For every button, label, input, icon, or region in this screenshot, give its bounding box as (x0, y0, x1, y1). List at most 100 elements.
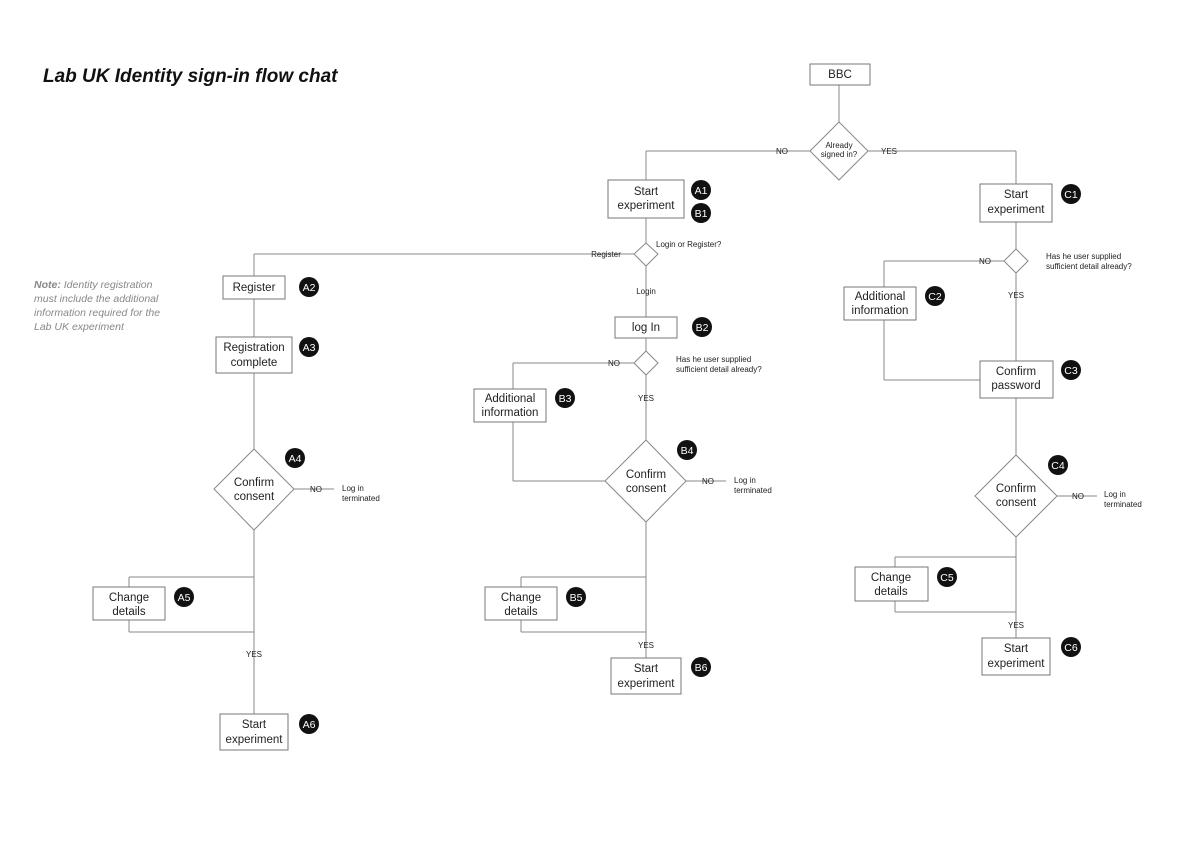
c-start-line-1: Start (1004, 643, 1029, 655)
log-in-label: log In (632, 322, 660, 334)
c-start-line-2: experiment (988, 658, 1046, 670)
c-additional-line-2: information (852, 305, 909, 317)
registration-line-1: Registration (223, 342, 284, 354)
a-terminated-line-2: terminated (342, 494, 380, 503)
node-c-change-details: Change details (854, 566, 929, 602)
svg-text:A6: A6 (303, 719, 316, 731)
signed-in-line-1: Already (825, 141, 852, 150)
registration-line-2: complete (231, 357, 278, 369)
c1-start-line-2: experiment (988, 204, 1046, 216)
note-bold: Note: (34, 279, 61, 291)
badge-c3: C3 (1061, 360, 1081, 380)
a-confirm-line-1: Confirm (234, 477, 274, 489)
note-line-4: Lab UK experiment (34, 321, 125, 333)
badge-c4: C4 (1048, 455, 1068, 475)
badge-c1: C1 (1061, 184, 1081, 204)
c-terminated-line-2: terminated (1104, 500, 1142, 509)
bbc-label: BBC (828, 69, 852, 81)
note-line-3: information required for the (34, 307, 160, 319)
decision-c-sufficient-detail (1003, 248, 1029, 274)
note-line-2: must include the additional (34, 293, 159, 305)
node-register: Register (222, 275, 286, 300)
svg-text:B5: B5 (570, 592, 583, 604)
connectors (128, 85, 1097, 714)
diagram-title: Lab UK Identity sign-in flow chat (43, 66, 338, 87)
svg-text:B1: B1 (695, 208, 708, 220)
svg-text:B3: B3 (559, 393, 572, 405)
a-confirm-line-2: consent (234, 491, 275, 503)
note-line-1: Note: Identity registration (34, 279, 153, 291)
edge-no-b-consent: NO (702, 477, 714, 486)
badge-a6: A6 (299, 714, 319, 734)
svg-text:C6: C6 (1064, 642, 1078, 654)
c-password-line-2: password (991, 380, 1040, 392)
decision-b-confirm-consent: Confirm consent (604, 439, 687, 523)
svg-text:C5: C5 (940, 572, 954, 584)
decision-login-or-register (633, 242, 659, 267)
edge-yes-b-start: YES (638, 641, 654, 650)
node-c1-start-experiment: Start experiment (979, 183, 1053, 223)
svg-text:A5: A5 (178, 592, 191, 604)
c1-start-line-1: Start (1004, 189, 1029, 201)
signed-in-line-2: signed in? (821, 150, 858, 159)
edge-no-c-consent: NO (1072, 492, 1084, 501)
node-c-confirm-password: Confirm password (979, 360, 1054, 399)
edge-no-c-detail: NO (979, 257, 991, 266)
edge-no-signed-in: NO (776, 147, 788, 156)
node-log-in: log In (614, 316, 678, 339)
b-additional-line-2: information (482, 407, 539, 419)
login-or-register-label: Login or Register? (656, 240, 722, 249)
a-start-line-1: Start (242, 719, 267, 731)
badge-a3: A3 (299, 337, 319, 357)
decision-a-confirm-consent: Confirm consent (213, 448, 295, 531)
a-start-line-2: experiment (226, 734, 284, 746)
svg-text:C2: C2 (928, 291, 942, 303)
node-a-change-details: Change details (92, 586, 166, 621)
badge-c5: C5 (937, 567, 957, 587)
badge-b3: B3 (555, 388, 575, 408)
badge-b5: B5 (566, 587, 586, 607)
a1-start-line-1: Start (634, 186, 659, 198)
c-password-line-1: Confirm (996, 366, 1036, 378)
node-bbc: BBC (809, 63, 871, 86)
badge-b6: B6 (691, 657, 711, 677)
register-label: Register (233, 282, 276, 294)
b-confirm-line-1: Confirm (626, 469, 666, 481)
c-additional-line-1: Additional (855, 291, 906, 303)
c-confirm-line-2: consent (996, 497, 1037, 509)
decision-c-confirm-consent: Confirm consent (974, 454, 1058, 538)
b-start-line-2: experiment (618, 678, 676, 690)
svg-text:C4: C4 (1051, 460, 1065, 472)
svg-text:B2: B2 (696, 322, 709, 334)
c-change-line-2: details (874, 586, 907, 598)
b-change-line-1: Change (501, 592, 541, 604)
c-change-line-1: Change (871, 572, 911, 584)
badge-a2: A2 (299, 277, 319, 297)
edge-yes-signed-in: YES (881, 147, 897, 156)
b-change-line-2: details (504, 606, 537, 618)
edge-no-a-consent: NO (310, 485, 322, 494)
node-b-additional-information: Additional information (473, 388, 547, 423)
badge-c2: C2 (925, 286, 945, 306)
b-terminated-line-1: Log in (734, 476, 756, 485)
svg-text:A4: A4 (289, 453, 302, 465)
svg-text:C3: C3 (1064, 365, 1078, 377)
b-terminated-line-2: terminated (734, 486, 772, 495)
edge-no-b-detail: NO (608, 359, 620, 368)
badge-c6: C6 (1061, 637, 1081, 657)
node-b-start-experiment: Start experiment (610, 657, 682, 695)
decision-b-sufficient-detail (633, 350, 659, 376)
node-a1-b1-start-experiment: Start experiment (607, 179, 685, 219)
edge-yes-b-detail: YES (638, 394, 654, 403)
node-registration-complete: Registration complete (215, 336, 293, 374)
badge-b1: B1 (691, 203, 711, 223)
node-c-start-experiment: Start experiment (981, 637, 1051, 676)
node-a-start-experiment: Start experiment (219, 713, 289, 751)
c-question-line-1: Has he user supplied (1046, 252, 1121, 261)
a1-start-line-2: experiment (618, 200, 676, 212)
edge-login: Login (636, 287, 656, 296)
edge-register: Register (591, 250, 621, 259)
svg-text:B4: B4 (681, 445, 694, 457)
svg-text:A2: A2 (303, 282, 316, 294)
